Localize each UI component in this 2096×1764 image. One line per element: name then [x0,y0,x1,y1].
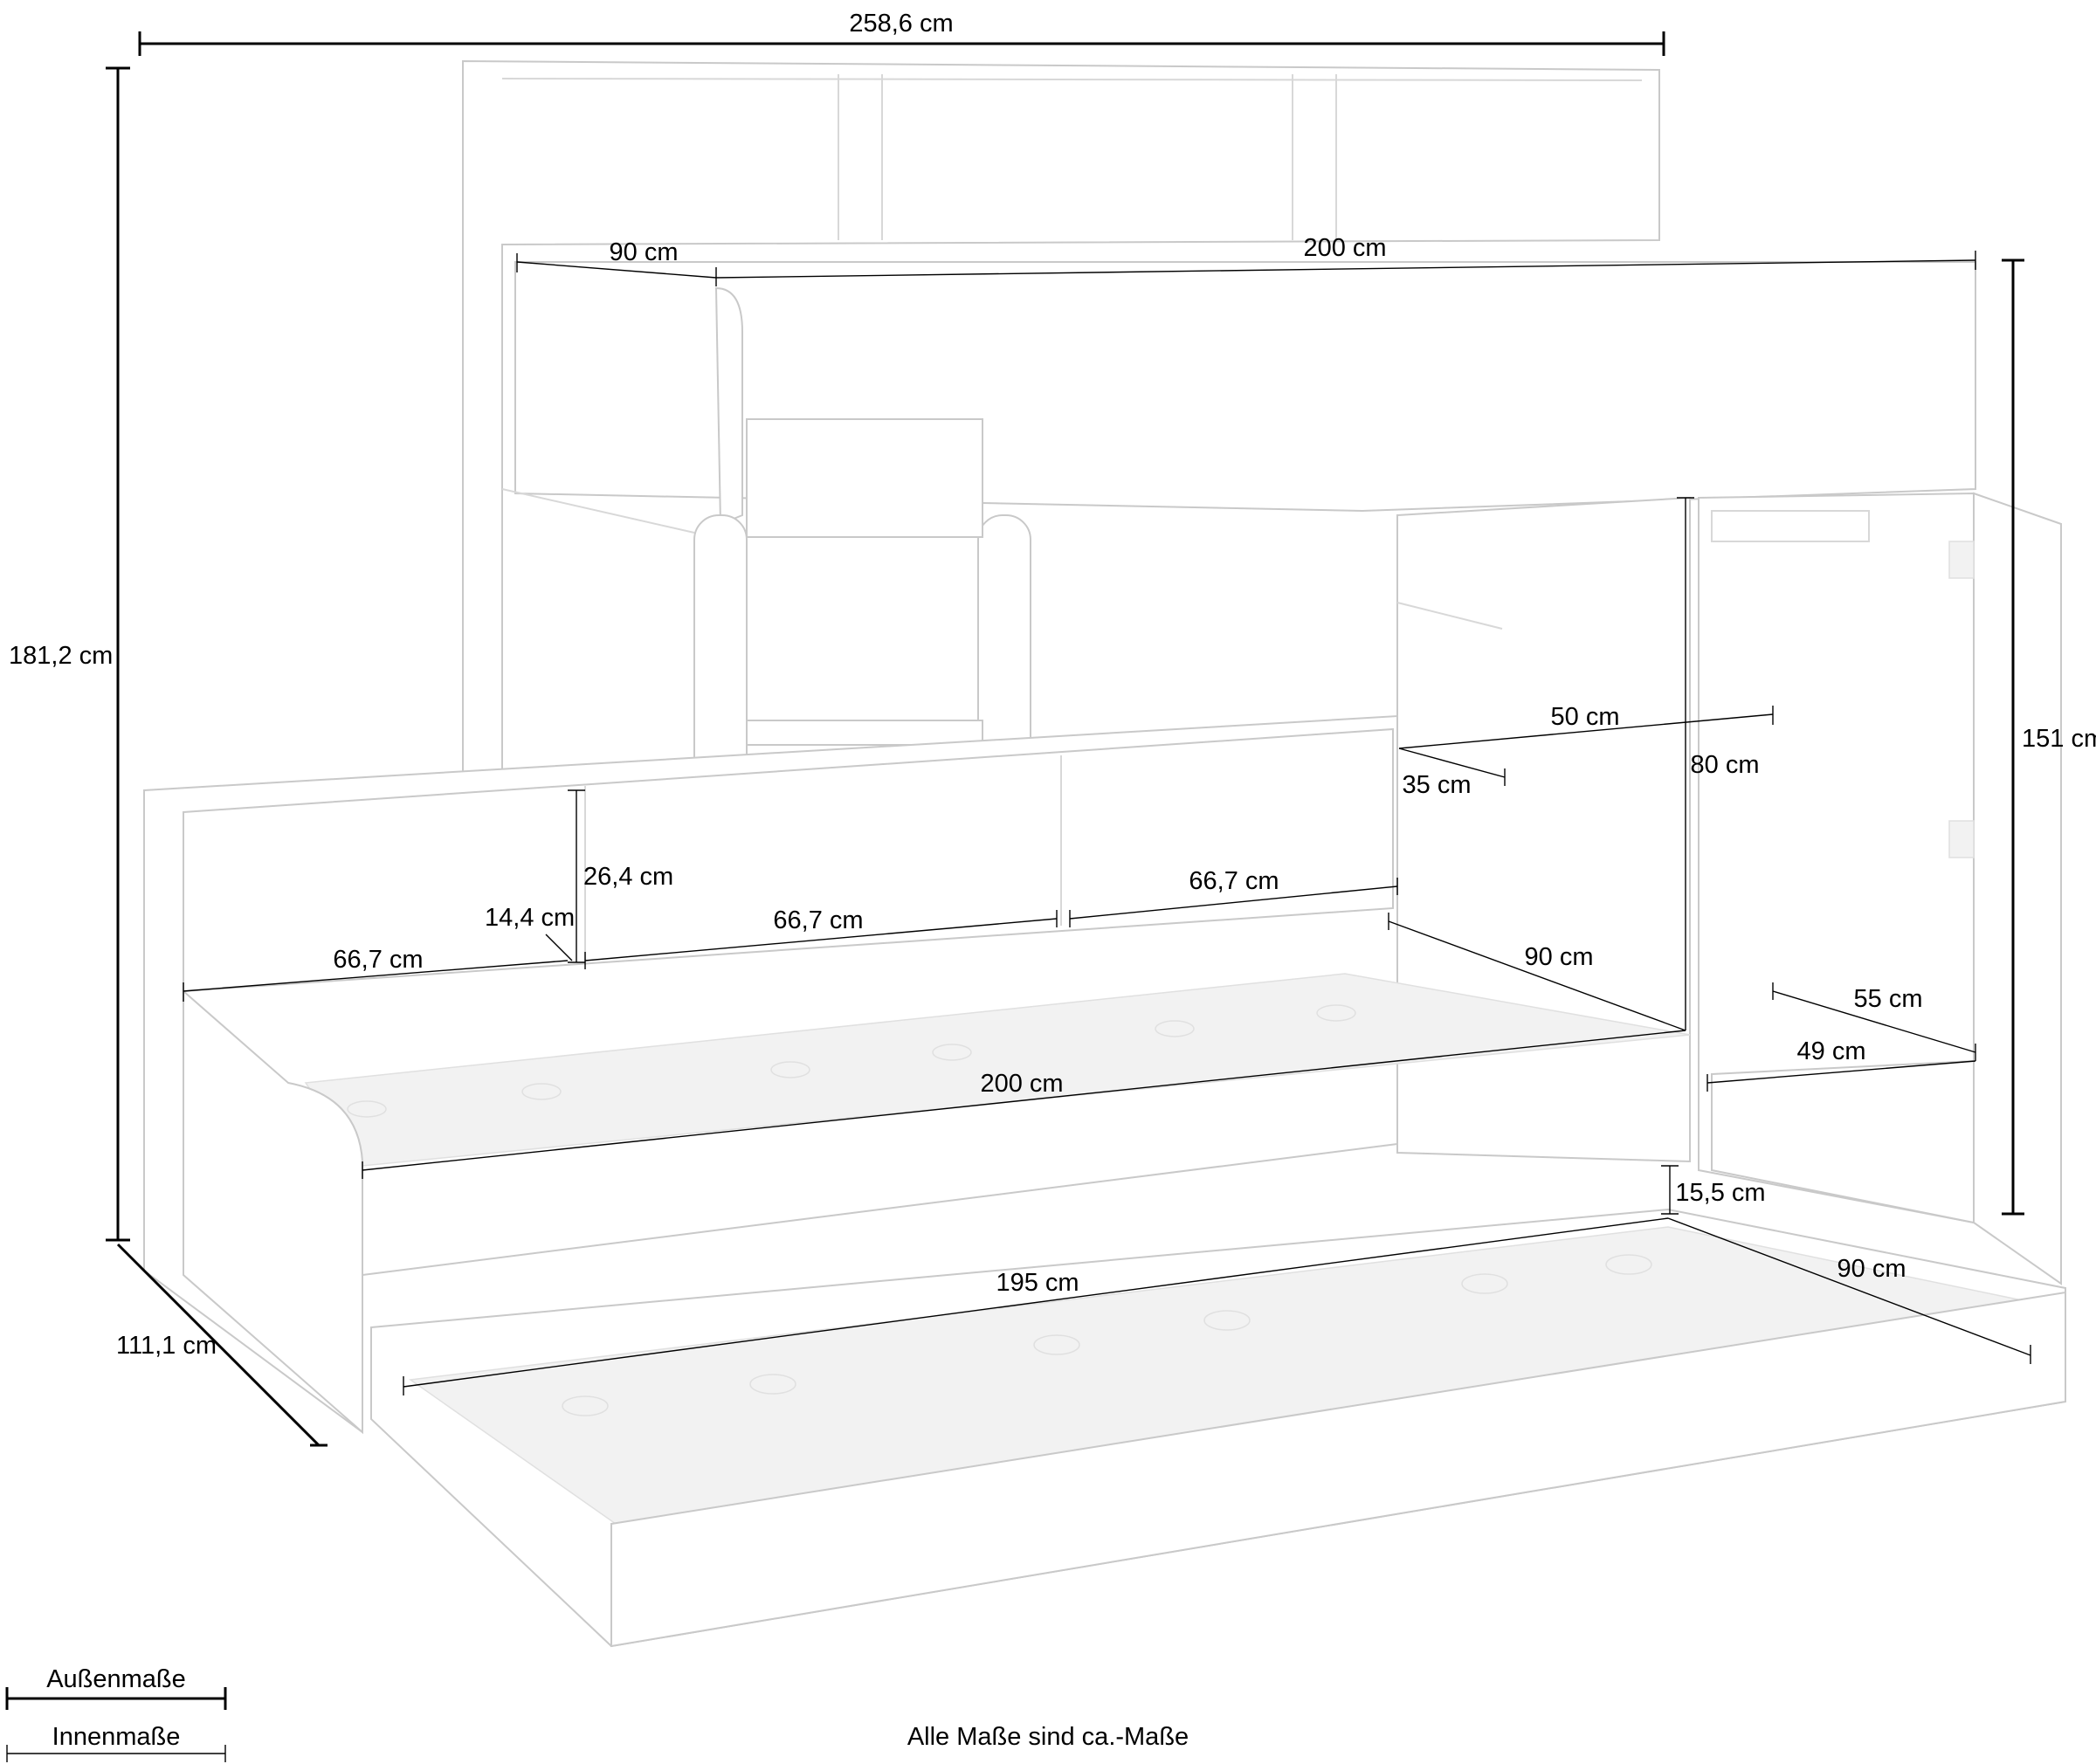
trundle [370,1208,2066,1648]
furniture-drawing [143,59,2066,1648]
label-wardrobe-inner-height: 80 cm [1691,751,1760,779]
ladder-top-rail [714,286,743,526]
label-drawer-height: 15,5 cm [1675,1179,1765,1207]
label-shelf-inner-small: 35 cm [1403,771,1472,799]
label-overall-depth: 111,1 cm [116,1332,217,1360]
label-bottom-bed-width: 90 cm [1525,943,1594,971]
label-trundle-length: 195 cm [996,1269,1079,1297]
label-wardrobe-inner-depth: 55 cm [1854,985,1923,1013]
wardrobe [1396,492,2062,1285]
label-shelf-width-left: 66,7 cm [333,946,423,974]
footnote: Alle Maße sind ca.-Maße [907,1723,1189,1751]
label-top-bed-length: 200 cm [1303,234,1386,262]
label-wardrobe-height: 151 cm [2022,725,2096,753]
label-overall-width: 258,6 cm [849,10,953,38]
label-wardrobe-inner-width: 49 cm [1797,1037,1866,1065]
label-shelf-inner-depth: 50 cm [1551,703,1620,731]
label-trundle-width: 90 cm [1837,1255,1906,1283]
label-shelf-width-middle: 66,7 cm [773,906,863,934]
label-overall-height: 181,2 cm [9,642,113,670]
label-top-bed-width: 90 cm [610,238,679,266]
label-shelf-width-right: 66,7 cm [1189,867,1279,895]
legend: Außenmaße Innenmaße [5,1665,227,1762]
dimension-labels: 258,6 cm 181,2 cm 111,1 cm 90 cm 200 cm … [9,10,2096,1360]
legend-outer-label: Außenmaße [46,1665,186,1693]
label-shelf-height: 26,4 cm [583,863,673,891]
lower-bed [143,714,1691,1435]
dimension-lines [106,31,2031,1447]
label-shelf-depth: 14,4 cm [485,904,575,932]
legend-inner-label: Innenmaße [52,1723,181,1751]
label-bottom-bed-length: 200 cm [980,1070,1063,1098]
